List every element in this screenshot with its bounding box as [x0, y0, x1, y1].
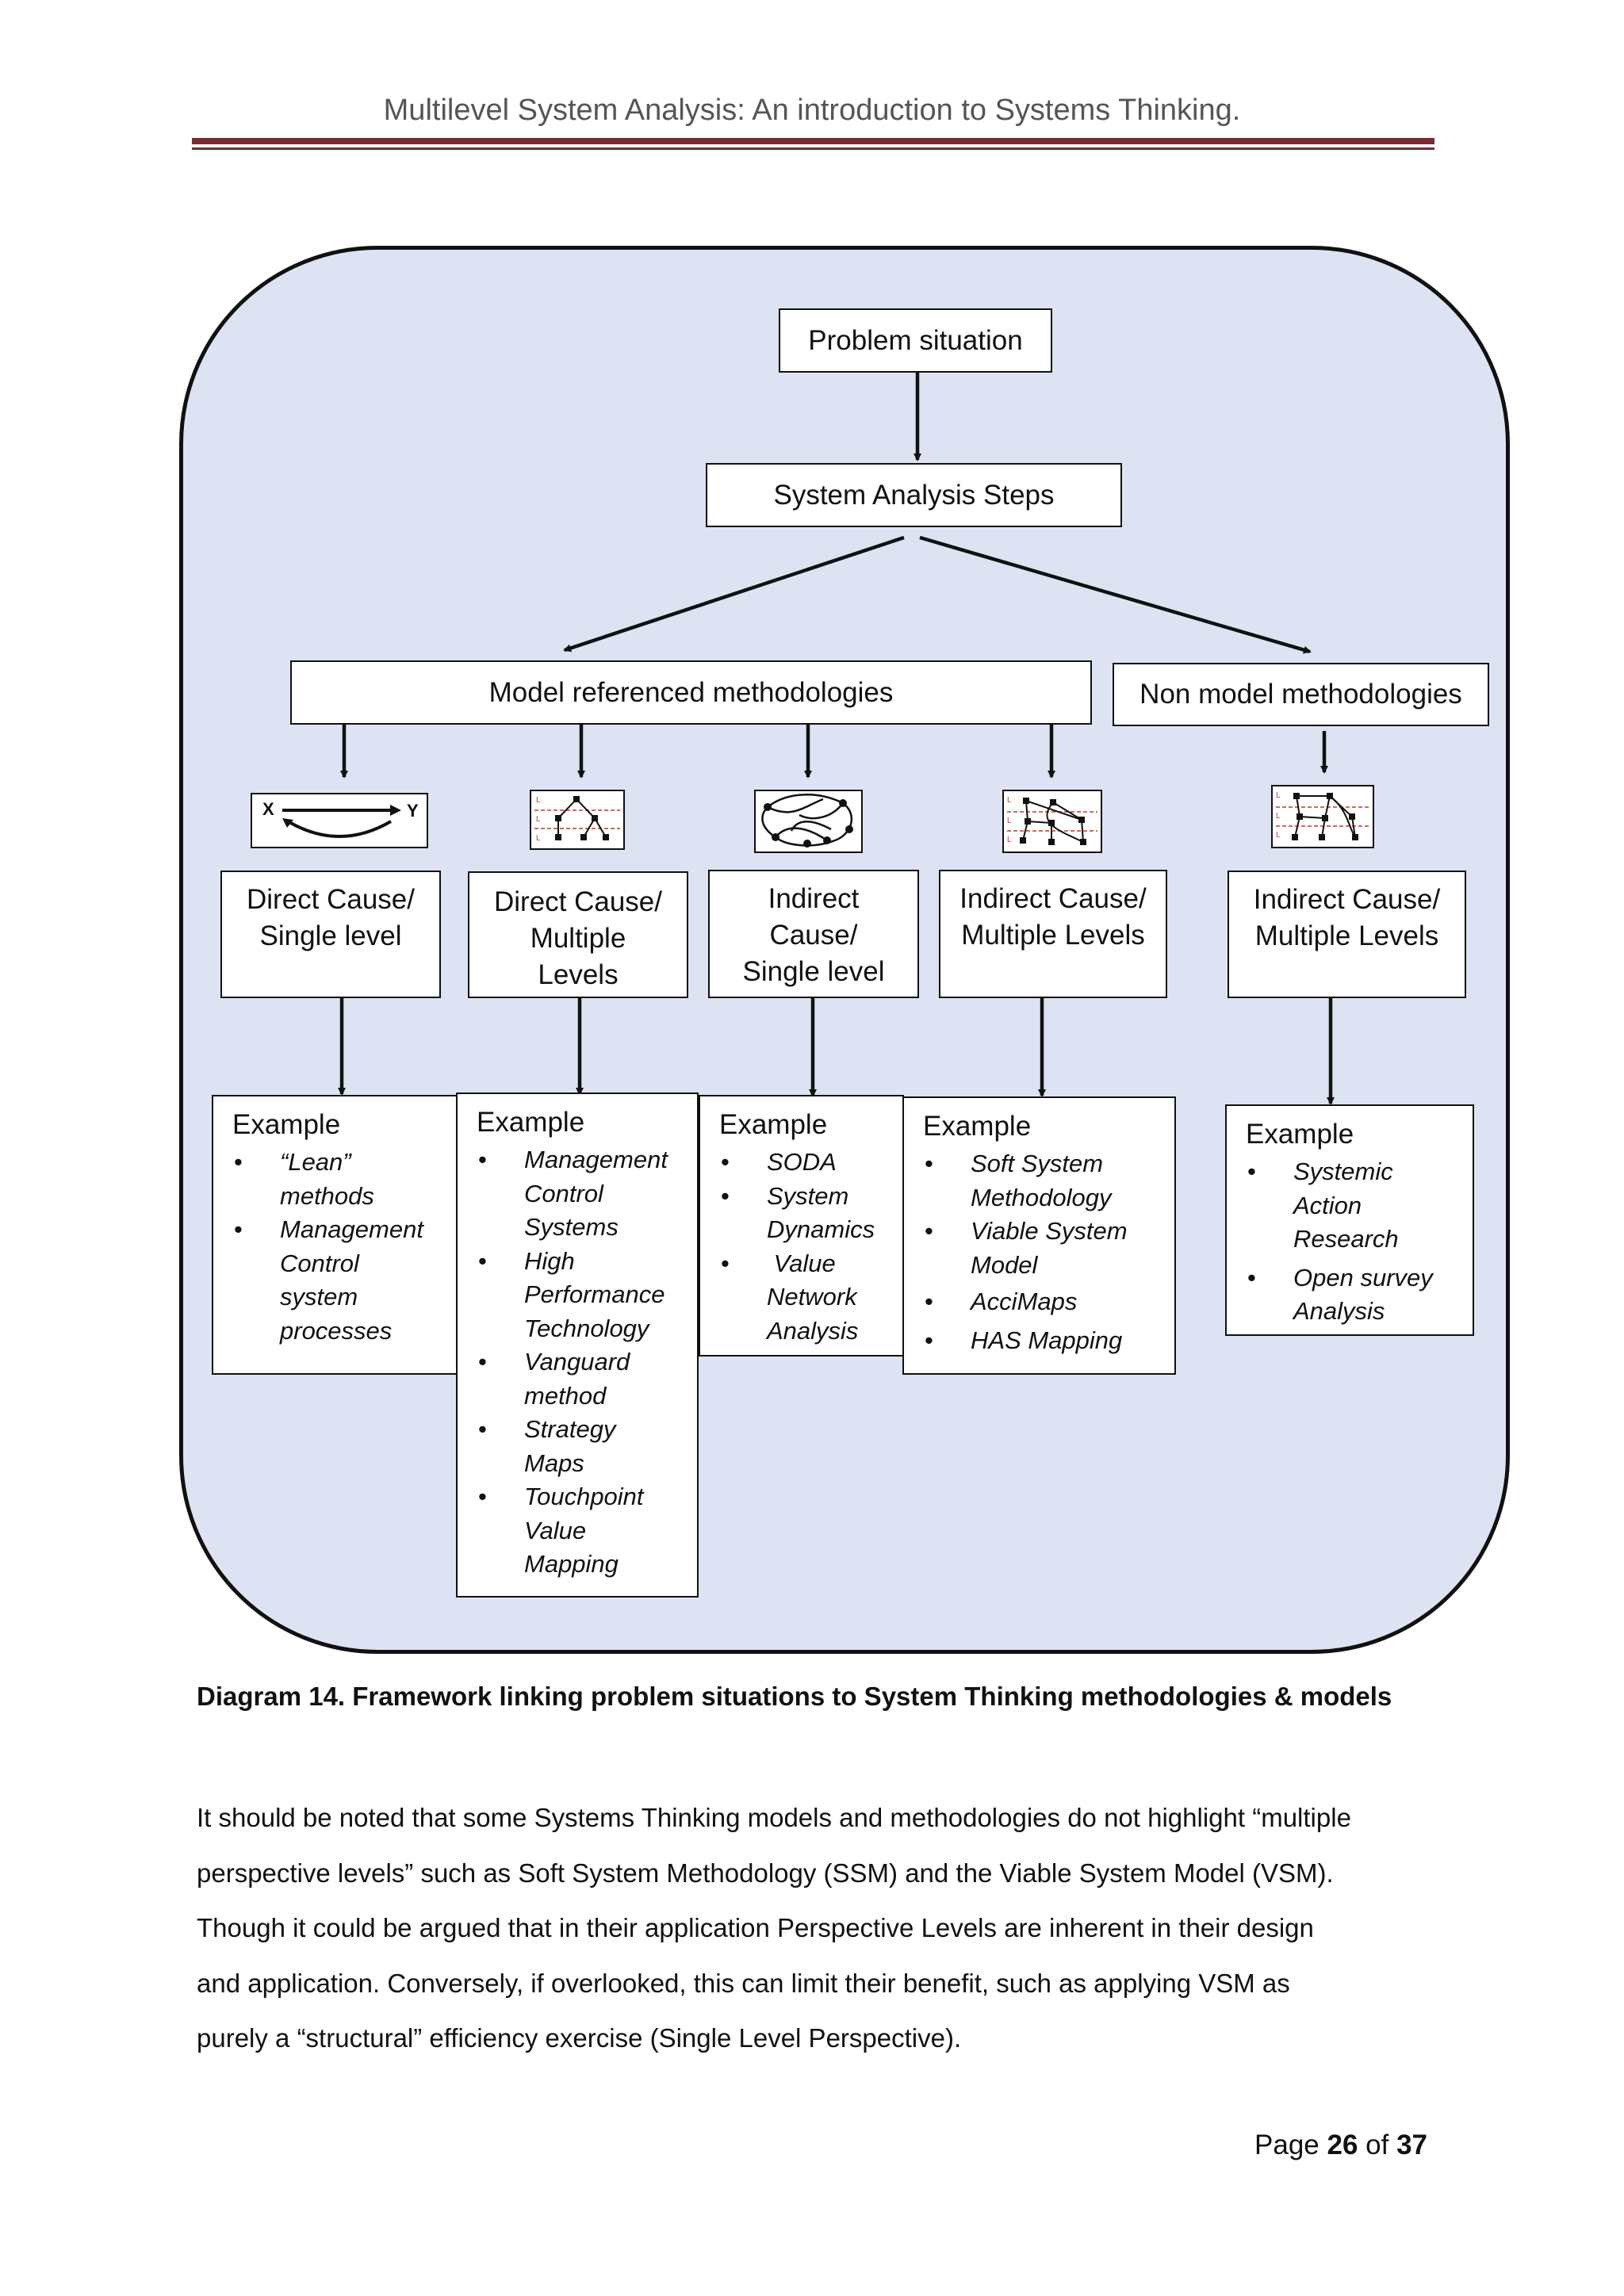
category-line: Multiple Levels [1254, 920, 1439, 951]
model-referenced-label: Model referenced methodologies [488, 676, 894, 708]
category-box-direct-multiple: Direct Cause/ Multiple Levels [468, 871, 688, 998]
example-item: “Lean”methods [232, 1146, 448, 1213]
current-page: 26 [1327, 2130, 1358, 2160]
category-box-direct-single: Direct Cause/ Single level [220, 871, 441, 998]
system-analysis-steps-box: System Analysis Steps [706, 463, 1122, 527]
direct-single-level-icon: X Y [251, 793, 428, 848]
header-rule [192, 138, 1434, 144]
example-box-1: Example “Lean”methods ManagementControl … [212, 1095, 459, 1375]
example-title: Example [1246, 1119, 1354, 1150]
svg-text:L: L [1007, 836, 1012, 844]
category-line: Indirect [768, 883, 860, 914]
page-number: Page 26 of 37 [1254, 2130, 1427, 2160]
category-line: Indirect Cause/ [1253, 884, 1441, 915]
body-paragraph: It should be noted that some Systems Thi… [197, 1790, 1465, 2066]
example-title: Example [477, 1107, 585, 1138]
category-box-indirect-multiple: Indirect Cause/ Multiple Levels [939, 870, 1167, 998]
category-line: Cause/ [769, 920, 858, 951]
header-rule-thin [192, 147, 1434, 150]
paragraph-line: purely a “structural” efficiency exercis… [197, 2023, 962, 2053]
category-line: Direct Cause/ [246, 884, 416, 915]
total-pages: 37 [1396, 2130, 1427, 2160]
svg-text:L: L [536, 815, 541, 824]
category-line: Levels [538, 959, 619, 990]
arrow-steps-to-nonmodel [919, 535, 1312, 654]
svg-text:L: L [1007, 817, 1012, 825]
icon-x-label: X [262, 799, 274, 819]
svg-text:L: L [1276, 791, 1281, 800]
svg-text:L: L [536, 796, 541, 805]
example-title: Example [232, 1109, 341, 1140]
category-line: Single level [259, 920, 402, 951]
svg-text:L: L [1007, 796, 1012, 805]
non-model-multiple-levels-icon: L L L [1271, 785, 1374, 848]
example-item: HAS Mapping [923, 1324, 1165, 1358]
paragraph-line: perspective levels” such as Soft System … [197, 1858, 1334, 1888]
system-analysis-steps-label: System Analysis Steps [773, 479, 1055, 511]
paragraph-line: Though it could be argued that in their … [197, 1913, 1314, 1942]
indirect-single-level-icon [754, 790, 863, 853]
example-item: AcciMaps [923, 1285, 1165, 1319]
model-referenced-box: Model referenced methodologies [290, 660, 1092, 725]
problem-situation-box: Problem situation [779, 308, 1052, 373]
paragraph-line: It should be noted that some Systems Thi… [197, 1803, 1351, 1832]
indirect-multiple-levels-icon: L L L [1002, 790, 1102, 853]
category-box-non-model: Indirect Cause/ Multiple Levels [1228, 871, 1466, 998]
category-line: Direct Cause/ [493, 886, 663, 917]
diagram-caption: Diagram 14. Framework linking problem si… [197, 1682, 1392, 1711]
svg-text:L: L [536, 834, 541, 843]
problem-situation-label: Problem situation [808, 324, 1023, 356]
non-model-box: Non model methodologies [1113, 663, 1489, 726]
category-line: Single level [742, 956, 885, 987]
arrow-steps-to-model [563, 535, 905, 652]
category-line: Multiple Levels [961, 920, 1145, 951]
svg-text:L: L [1276, 831, 1281, 840]
icon-y-label: Y [407, 801, 419, 821]
svg-text:L: L [1276, 812, 1281, 821]
example-title: Example [719, 1109, 828, 1140]
paragraph-line: and application. Conversely, if overlook… [197, 1968, 1290, 1998]
example-title: Example [923, 1111, 1032, 1142]
direct-multiple-levels-icon: L L L [530, 790, 625, 850]
example-item: SODA [719, 1146, 893, 1180]
category-line: Multiple [530, 923, 626, 954]
category-box-indirect-single: Indirect Cause/ Single level [708, 870, 919, 998]
category-line: Indirect Cause/ [959, 883, 1147, 914]
running-header: Multilevel System Analysis: An introduct… [383, 94, 1241, 127]
non-model-label: Non model methodologies [1139, 679, 1462, 710]
